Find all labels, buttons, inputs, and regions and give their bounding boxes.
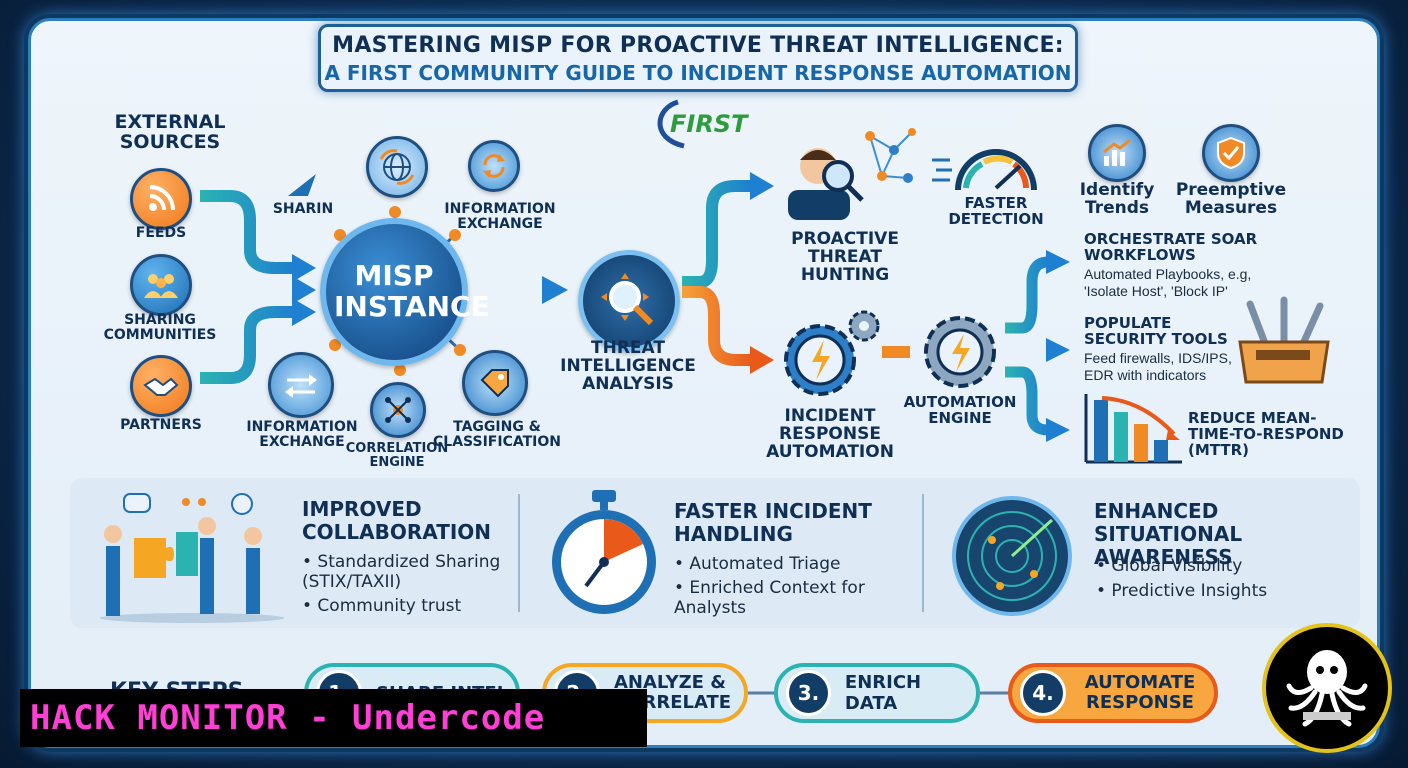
step-4-number: 4. (1020, 670, 1066, 716)
info-exchange-left-node (268, 352, 334, 418)
automation-engine-icon (924, 316, 996, 388)
shield-check-icon (1217, 136, 1245, 170)
hack-monitor-banner: HACK MONITOR - Undercode (20, 689, 647, 747)
sharing-communities-label: SHARING COMMUNITIES (103, 312, 217, 343)
stopwatch-icon (552, 490, 656, 614)
communities-node (130, 254, 192, 316)
sharing-label: SHARIN (272, 201, 334, 217)
automation-engine-label: AUTOMATION ENGINE (903, 393, 1017, 427)
benefit-2-item-2: • Enriched Context for Analysts (674, 578, 865, 619)
correlation-node (370, 382, 426, 438)
tag-icon (480, 369, 509, 398)
benefit-3-item-1: • Global Visibility (1096, 556, 1243, 576)
correlation-label: CORRELATION ENGINE (345, 441, 449, 470)
toolbelt-icon (1238, 296, 1330, 384)
title-box: MASTERING MISP FOR PROACTIVE THREAT INTE… (318, 24, 1078, 92)
radar-icon (952, 496, 1072, 616)
handshake-icon (143, 377, 179, 396)
globe-node (366, 136, 428, 198)
info-exchange-top-label: INFORMATION EXCHANGE (444, 201, 556, 232)
soar-title: ORCHESTRATE SOAR WORKFLOWS (1084, 230, 1258, 264)
title-line-2: A FIRST COMMUNITY GUIDE TO INCIDENT RESP… (324, 61, 1072, 85)
people-icon (144, 274, 178, 298)
mttr-bar-chart-icon (1084, 394, 1182, 464)
identify-trends-label: Identify Trends (1079, 180, 1155, 218)
trends-node (1088, 124, 1146, 182)
partners-label: PARTNERS (120, 417, 202, 433)
first-logo: FIRST (670, 110, 748, 138)
tagging-node (462, 350, 528, 416)
mttr-label: REDUCE MEAN-TIME-TO-RESPOND (MTTR) (1188, 409, 1344, 459)
benefit-1-item-2: • Community trust (302, 596, 462, 616)
incident-gear-icon (784, 310, 880, 396)
info-exchange-left-label: INFORMATION EXCHANGE (246, 419, 358, 450)
tools-title: POPULATE SECURITY TOOLS (1084, 314, 1228, 348)
hunting-label: PROACTIVE THREAT HUNTING (791, 229, 899, 285)
benefit-2-item-1: • Automated Triage (674, 554, 841, 574)
undercode-badge (1262, 623, 1392, 753)
step-3: 3. ENRICH DATA (774, 663, 980, 723)
network-icon (385, 397, 411, 423)
octopus-logo-icon (1286, 650, 1368, 727)
tagging-label: TAGGING & CLASSIFICATION (433, 419, 561, 450)
benefit-1-heading: IMPROVED COLLABORATION (302, 497, 492, 544)
misp-instance-label: MISP INSTANCE (334, 259, 490, 323)
soar-desc: Automated Playbooks, e.g, 'Isolate Host'… (1084, 266, 1252, 299)
speedometer-icon (932, 149, 1037, 191)
threat-hunter-icon (788, 128, 916, 220)
title-line-1: MASTERING MISP FOR PROACTIVE THREAT INTE… (332, 33, 1064, 58)
magnifier-icon (601, 273, 654, 326)
exchange-arrows-icon (285, 374, 317, 398)
benefit-3-item-2: • Predictive Insights (1096, 581, 1268, 601)
collaboration-puzzle-icon (100, 493, 284, 623)
info-exchange-top-node (468, 140, 520, 192)
globe-exchange-icon (379, 149, 415, 185)
trend-chart-icon (1103, 138, 1131, 166)
feeds-node (130, 168, 192, 230)
analysis-label: THREAT INTELLIGENCE ANALYSIS (560, 338, 696, 394)
incident-label: INCIDENT RESPONSE AUTOMATION (766, 406, 894, 462)
step-3-label: ENRICH DATA (844, 672, 922, 714)
first-logo-swoosh-icon (657, 99, 685, 149)
step-4-label: AUTOMATE RESPONSE (1084, 672, 1196, 713)
step-3-number: 3. (786, 670, 831, 716)
analysis-node (578, 250, 680, 352)
divider-2 (922, 494, 924, 612)
refresh-icon (483, 154, 505, 178)
sharing-arrow-icon (288, 174, 316, 196)
rss-icon (149, 185, 175, 211)
misp-instance-node: MISP INSTANCE (320, 218, 490, 366)
benefits-band (70, 478, 1360, 628)
step-4: 4. AUTOMATE RESPONSE (1008, 663, 1218, 723)
benefit-1-item-1: • Standardized Sharing (STIX/TAXII) (302, 552, 501, 593)
benefit-3-heading: ENHANCED SITUATIONAL AWARENESS (1094, 499, 1243, 569)
preemptive-node (1202, 124, 1260, 182)
faster-detection-label: FASTER DETECTION (948, 194, 1044, 228)
divider-1 (518, 494, 520, 612)
preemptive-measures-label: Preemptive Measures (1175, 180, 1287, 218)
feeds-label: FEEDS (135, 225, 187, 241)
partners-node (130, 355, 192, 417)
benefit-2-heading: FASTER INCIDENT HANDLING (674, 499, 872, 546)
external-sources-heading: EXTERNAL SOURCES (114, 111, 226, 153)
tools-desc: Feed firewalls, IDS/IPS, EDR with indica… (1084, 350, 1232, 383)
